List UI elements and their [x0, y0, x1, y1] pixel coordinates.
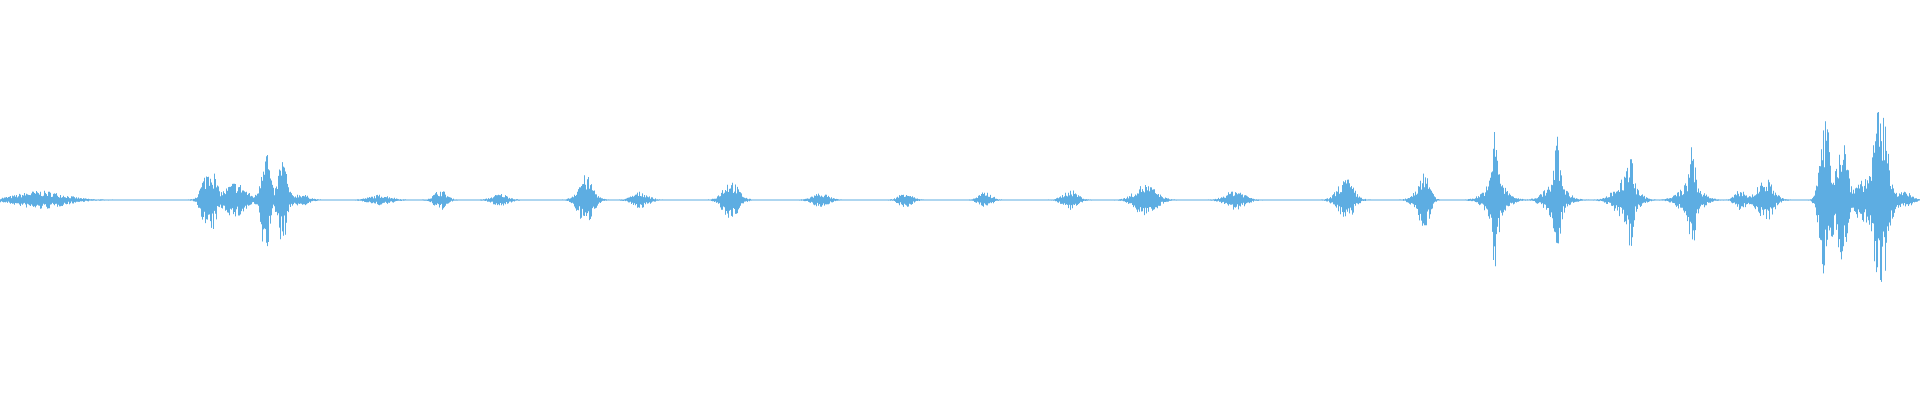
waveform-path	[0, 112, 1920, 282]
